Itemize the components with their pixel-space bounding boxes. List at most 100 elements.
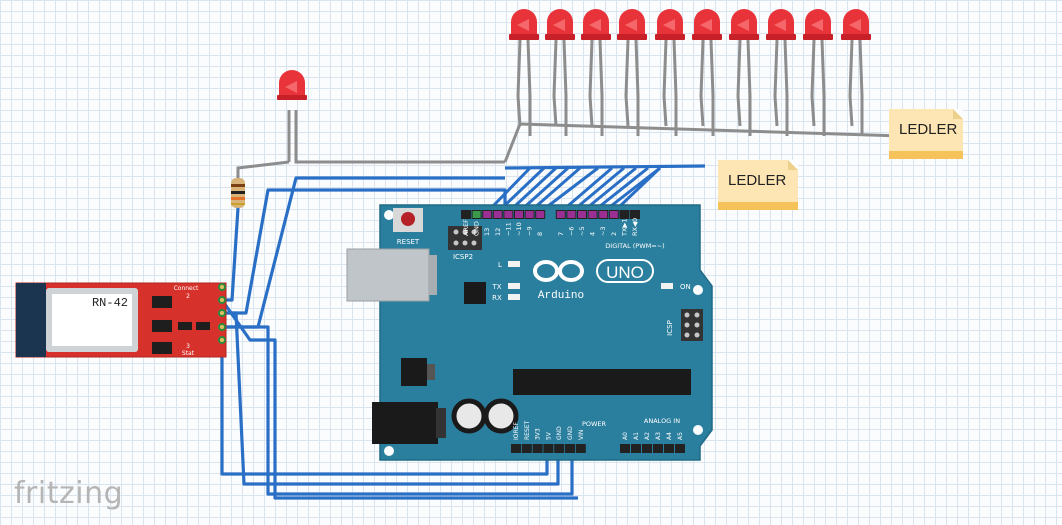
wire-header-bus [504,164,706,170]
pin-connected [483,211,492,218]
icsp-label: ICSP [666,320,674,336]
pin-label: ~6 [567,226,575,236]
led-icon [545,9,575,40]
board-model: UNO [606,263,644,282]
note-text: LEDLER [899,121,958,138]
led-l-label: L [498,261,502,269]
led-icon [766,9,796,40]
header-pin [620,444,630,453]
on-label: ON [680,283,691,291]
pin-label: IOREF [513,422,520,440]
digital-label: DIGITAL (PWM=~) [605,242,664,250]
led-bus-link [503,123,522,163]
pin-label: TX▶1 [620,218,628,237]
note-ledler-top: LEDLER [889,109,963,159]
pin-label: ~5 [578,226,586,236]
header-pin [554,444,565,453]
arduino-uno: RESET ICSP2 L TX RX ON UNO Arduino [346,204,713,461]
led-icon [581,9,611,40]
led-icon [655,9,685,40]
led-leg [848,39,864,136]
pin-connected [567,211,576,218]
led-wiring [503,39,901,163]
pin-connected [504,211,513,218]
power-label: POWER [582,420,607,428]
header-pin [675,444,685,453]
pin-label: 7 [557,232,565,236]
header-pin [532,444,543,453]
pin-label: ~10 [515,222,523,236]
reset-label: RESET [397,238,420,246]
pin-label: RESET [524,420,531,440]
pin-connected [472,211,481,218]
header-pin [543,444,554,453]
rx-label: RX [492,294,502,302]
pin-label: A3 [655,432,662,440]
led-icon [277,70,307,100]
pin-label: RX◀0 [631,218,639,236]
pin-label: 3V3 [535,428,542,440]
pin-label: A2 [644,432,651,440]
led-leg [773,39,789,136]
pin-label: 5V [545,431,552,440]
analog-label: ANALOG IN [644,417,680,425]
pin-label: VIN [578,430,585,440]
board-brand: Arduino [538,290,584,302]
pin-connected [493,211,502,218]
led-icon [841,9,871,40]
led-icon [803,9,833,40]
pin-label: 2 [610,232,618,236]
pin-label: A4 [666,432,673,440]
icsp2-header [448,226,482,250]
pin-label: 4 [589,232,597,236]
led-leg [810,39,826,136]
header-pin [653,444,663,453]
pin-label: A1 [633,432,640,440]
pin-connected [536,211,545,218]
icsp2-label: ICSP2 [453,253,473,261]
note-text: LEDLER [728,172,787,189]
led-leg [552,39,568,136]
icsp-header [681,309,703,341]
header-pin [461,210,471,219]
connect-label: Connect [174,285,199,292]
header-pin [565,444,575,453]
led-icon [509,9,539,40]
header-pin [642,444,652,453]
module-name: RN-42 [92,296,128,310]
note-ledler-mid: LEDLER [718,160,798,210]
pin-label: 12 [494,228,502,236]
led-leg [516,39,532,136]
wire-module-to-vin [220,299,578,500]
led-icon [617,9,647,40]
arduino-logo-icon [533,260,584,282]
led-leg [588,39,604,136]
pin-label: A5 [677,432,684,440]
led-row [509,9,871,40]
pin-connected [515,211,523,218]
pin-connected [609,211,618,218]
single-led[interactable] [231,70,505,208]
pin-label: ~9 [526,226,534,236]
led-leg [699,39,715,136]
header-pin [511,444,521,453]
fritzing-logo: fritzing [14,476,124,511]
pin-label: ~3 [599,226,607,236]
led-icon [692,9,722,40]
header-pin [630,210,640,219]
rn42-module: RN-42 Connect 2 3 Stat [15,282,227,358]
pin-connected [578,211,586,218]
pin-label: GND [567,426,574,440]
pin-label: GND [556,426,563,440]
pin-label: A0 [622,432,629,440]
header-pin [575,444,586,453]
header-pin [619,210,630,219]
module-pins [218,283,226,344]
resistor-icon [231,178,245,208]
stat-label: Stat [182,350,195,357]
header-pin [521,444,532,453]
pin-connected [588,211,597,218]
